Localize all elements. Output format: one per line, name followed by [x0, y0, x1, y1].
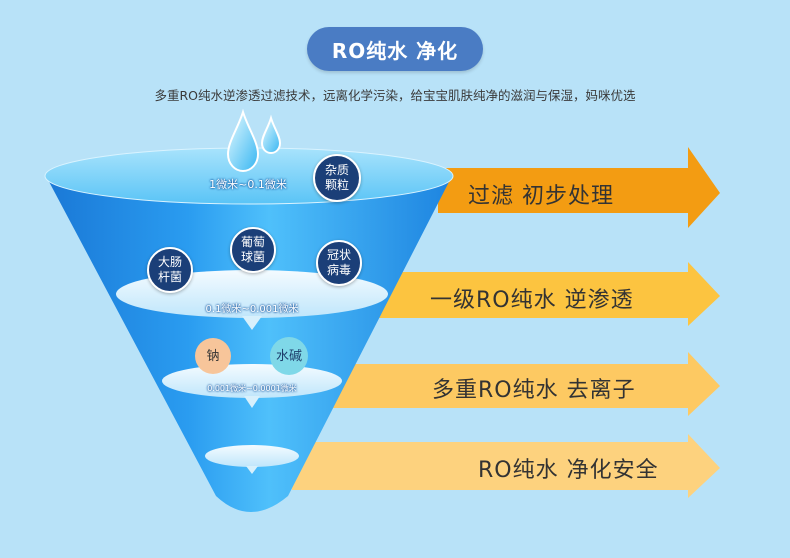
- stage-arrow-2: [378, 262, 720, 326]
- staph-badge-line2: 球菌: [240, 250, 265, 264]
- stage-arrow-3: [332, 352, 720, 416]
- alkali-badge-label: 水碱: [275, 348, 302, 364]
- stage-arrow-4: [292, 434, 720, 498]
- impurity-badge-line2: 颗粒: [324, 178, 349, 192]
- sodium-badge: 钠: [195, 338, 231, 374]
- sodium-badge-label: 钠: [206, 348, 220, 364]
- stage-arrow-1: [438, 147, 720, 228]
- ecoli-badge-line2: 杆菌: [157, 270, 182, 284]
- corona-badge-line2: 病毒: [326, 263, 351, 277]
- impurity-badge-line1: 杂质: [324, 163, 349, 177]
- corona-badge-line1: 冠状: [326, 248, 351, 262]
- corona-badge: 冠状 病毒: [316, 240, 362, 286]
- filter-disk-3: [205, 445, 299, 467]
- stage-4-label: RO纯水 净化安全: [478, 458, 659, 483]
- ecoli-badge: 大肠 杆菌: [147, 247, 193, 293]
- layer1-range-label: 1微米~0.1微米: [209, 178, 287, 191]
- water-drop-small-icon: [260, 114, 282, 155]
- stage-1-label: 过滤 初步处理: [468, 184, 614, 209]
- stage-3-label: 多重RO纯水 去离子: [432, 378, 636, 403]
- page-title: RO纯水 净化: [307, 27, 483, 71]
- alkali-badge: 水碱: [270, 337, 308, 375]
- ecoli-badge-line1: 大肠: [157, 255, 182, 269]
- layer2-range-label: 0.1微米~0.001微米: [205, 304, 299, 315]
- impurity-badge: 杂质 颗粒: [313, 154, 361, 202]
- page-subtitle: 多重RO纯水逆渗透过滤技术，远离化学污染，给宝宝肌肤纯净的滋润与保湿，妈咪优选: [154, 88, 636, 103]
- staph-badge-line1: 葡萄: [240, 235, 265, 249]
- staph-badge: 葡萄 球菌: [230, 227, 276, 273]
- water-drop-icon: [226, 108, 260, 173]
- stage-2-label: 一级RO纯水 逆渗透: [430, 288, 634, 313]
- layer3-range-label: 0.001微米~0.0001微米: [207, 384, 297, 393]
